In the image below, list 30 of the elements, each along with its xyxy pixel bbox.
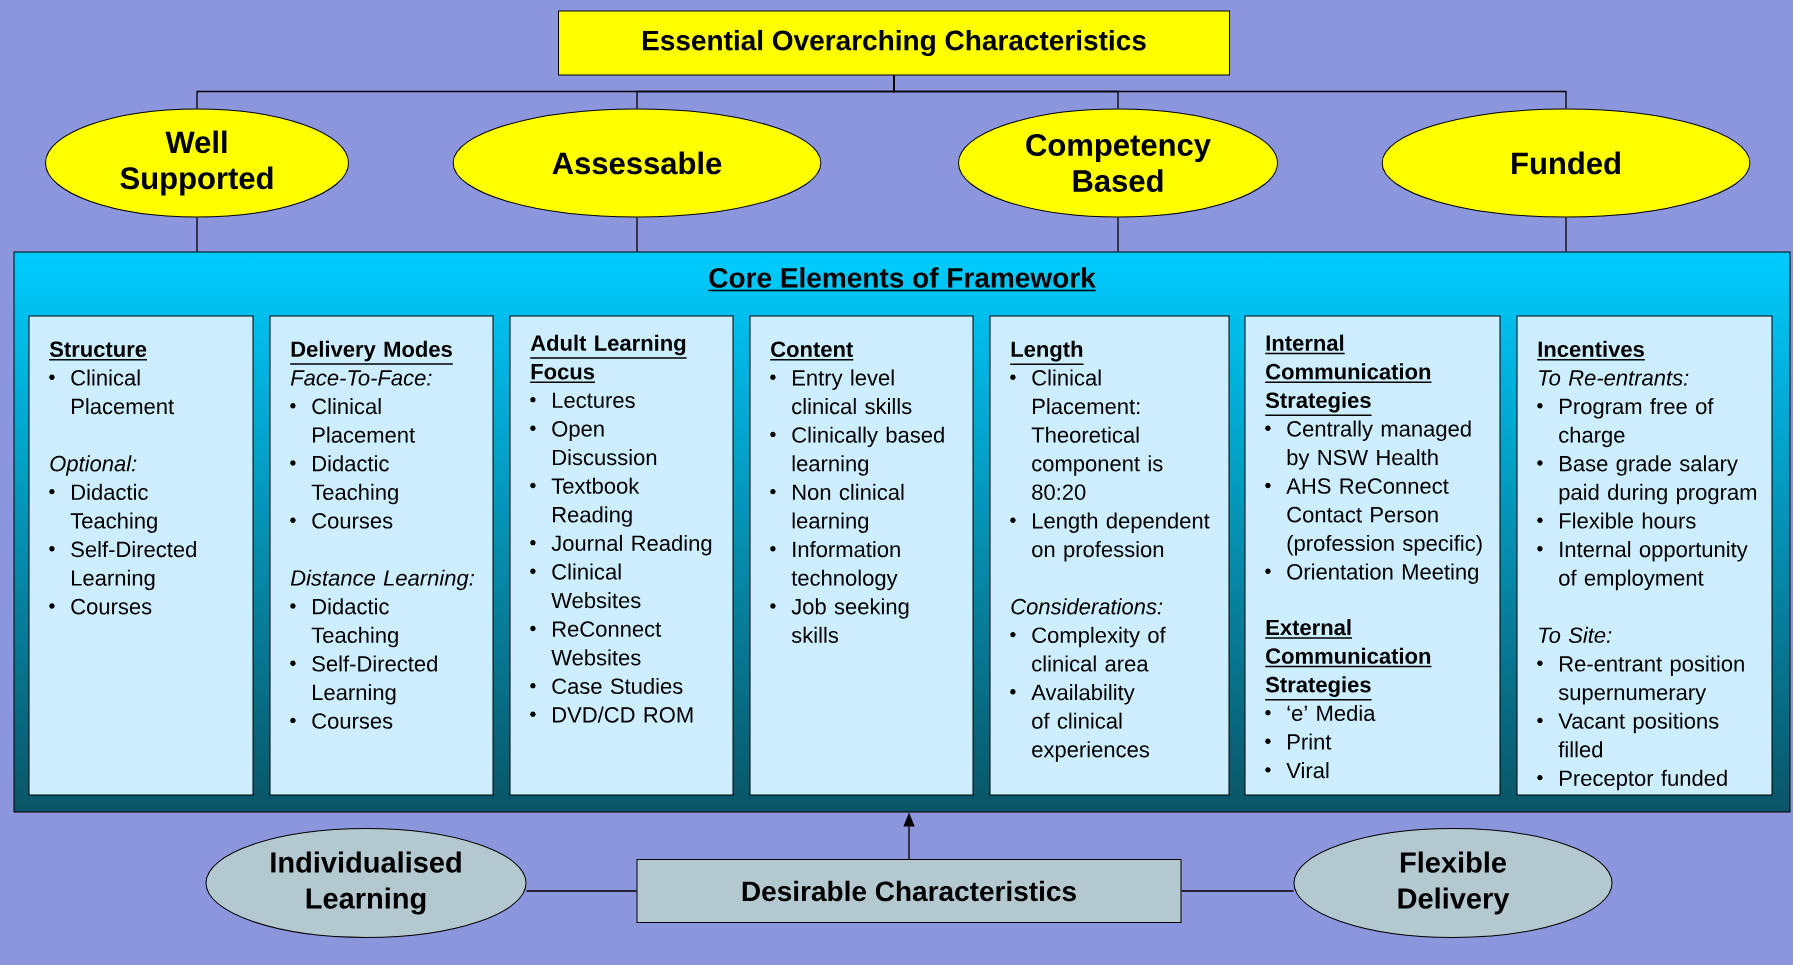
column-heading: Content bbox=[769, 341, 855, 361]
subheading: Optional: bbox=[50, 455, 137, 476]
subheading: To Site: bbox=[1539, 626, 1612, 643]
connector-line bbox=[893, 74, 1567, 110]
text-column: Adult Learning Focus Lectures Open Discussion Textbook Reading Journal Reading Clinical Websites ReConnect Websites Case Studies DVD/CD ROM bbox=[509, 315, 734, 796]
subheading: To Re-entrants: bbox=[1539, 370, 1689, 386]
column-heading: Adult Learning Focus bbox=[529, 334, 688, 383]
subheading: Face-To-Face: bbox=[290, 370, 432, 386]
connector-line bbox=[636, 216, 638, 253]
connector-line bbox=[1565, 216, 1567, 253]
text-column: Incentives To Re-entrants: Program free of charge Base grade salary paid during program Flexible hours Internal opportunity of employment To Site: Re-entrant position supernumerary Vacant positions filled Preceptor funded bbox=[1516, 315, 1773, 796]
connector-line bbox=[1180, 890, 1295, 892]
column-heading: Structure bbox=[48, 341, 148, 361]
subheading: Considerations: bbox=[1011, 598, 1163, 615]
text-column: Structure Clinical Placement Optional: Didactic Teaching Self-Directed Learning Courses bbox=[28, 315, 254, 796]
text-column: Content Entry level clinical skills Clinically based learning Non clinical learning Information technology Job seeking skills bbox=[749, 315, 974, 796]
text-column: Internal Communication Strategies Centrally managed by NSW Health AHS ReConnect Contact Person (profession specific) Orientation Meeting External Communication Strategies ‘e’ Media Print Viral bbox=[1244, 315, 1501, 796]
column-heading: Incentives bbox=[1536, 340, 1646, 361]
text-column: Delivery Modes Face-To-Face: Clinical Placement Didactic Teaching Courses Distance Learning: Didactic Teaching Self-Directed Learning Courses bbox=[269, 315, 494, 796]
heading-box: Desirable Characteristics bbox=[636, 859, 1182, 923]
column-heading: Delivery Modes bbox=[289, 340, 454, 365]
column-heading: External Communication Strategies bbox=[1264, 619, 1433, 701]
connector-line bbox=[525, 890, 638, 892]
heading-box: Essential Overarching Characteristics bbox=[558, 10, 1230, 76]
connector-line bbox=[196, 216, 198, 253]
text-column: Length Clinical Placement: Theoretical component is 80:20 Length dependent on profession Considerations: Complexity of clinical area Availability of clinical experiences bbox=[989, 315, 1230, 796]
subheading: Distance Learning: bbox=[290, 569, 474, 591]
column-heading: Internal Communication Strategies bbox=[1264, 334, 1433, 416]
connector-line bbox=[1117, 216, 1119, 253]
column-heading: Length bbox=[1009, 340, 1085, 365]
